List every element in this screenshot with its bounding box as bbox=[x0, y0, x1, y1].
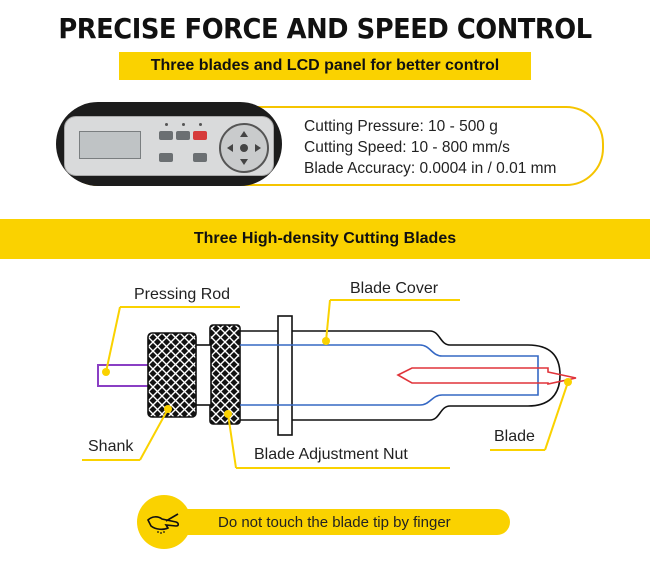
label-blade: Blade bbox=[494, 428, 535, 445]
pause-button-image bbox=[159, 131, 173, 140]
indicator-led bbox=[199, 123, 202, 126]
indicator-led bbox=[165, 123, 168, 126]
blade-cover-outline bbox=[240, 344, 539, 406]
subtitle-banner: Three blades and LCD panel for better co… bbox=[119, 52, 531, 80]
blade-holder-body bbox=[147, 315, 561, 436]
control-panel-image bbox=[56, 102, 282, 186]
subtitle-text: Three blades and LCD panel for better co… bbox=[150, 57, 500, 74]
origin-button-image bbox=[193, 153, 207, 162]
direction-pad-icon bbox=[219, 123, 269, 173]
label-blade-adjustment-nut: Blade Adjustment Nut bbox=[254, 446, 408, 463]
cutting-button-image bbox=[193, 131, 207, 140]
warning-banner bbox=[138, 509, 510, 535]
section-banner: Three High-density Cutting Blades bbox=[0, 219, 650, 259]
label-pressing-rod: Pressing Rod bbox=[134, 286, 231, 303]
control-panel-face bbox=[64, 116, 274, 176]
spec-speed: Cutting Speed: 10 - 800 mm/s bbox=[304, 139, 510, 156]
indicator-led bbox=[182, 123, 185, 126]
blade-diagram bbox=[82, 299, 577, 469]
label-leaders bbox=[82, 299, 569, 469]
section-title: Three High-density Cutting Blades bbox=[193, 230, 457, 247]
page-title: PRECISE FORCE AND SPEED CONTROL bbox=[58, 12, 592, 45]
label-shank: Shank bbox=[88, 438, 134, 455]
spec-accuracy: Blade Accuracy: 0.0004 in / 0.01 mm bbox=[304, 160, 557, 177]
warning-icon-circle bbox=[137, 495, 191, 549]
label-blade-cover: Blade Cover bbox=[350, 280, 439, 297]
test-button-image bbox=[159, 153, 173, 162]
blade-shape bbox=[396, 367, 577, 385]
warning-text: Do not touch the blade tip by finger bbox=[218, 514, 451, 531]
laser-button-image bbox=[176, 131, 190, 140]
finger-touch-icon bbox=[147, 513, 180, 534]
spec-pressure: Cutting Pressure: 10 - 500 g bbox=[304, 118, 498, 135]
label-dots bbox=[102, 337, 572, 418]
lcd-screen bbox=[79, 131, 141, 159]
